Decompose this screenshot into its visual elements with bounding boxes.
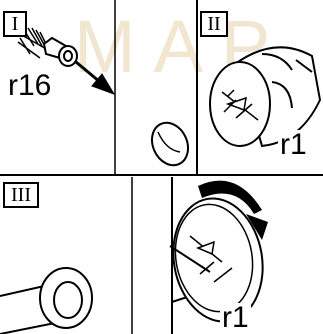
insert-arrow bbox=[76, 62, 114, 94]
step-2-part-label: r1 bbox=[278, 130, 309, 160]
step-3-part-label: r1 bbox=[220, 303, 251, 333]
dowel-end bbox=[40, 268, 92, 328]
step-2-number: II bbox=[200, 11, 228, 37]
board-hole bbox=[145, 117, 194, 171]
screw-head-center bbox=[64, 51, 72, 61]
step-1-part-label: r16 bbox=[6, 71, 53, 101]
step-3-number: III bbox=[3, 182, 39, 208]
dowel-illustration bbox=[0, 268, 92, 334]
step-1-number: I bbox=[3, 11, 27, 37]
